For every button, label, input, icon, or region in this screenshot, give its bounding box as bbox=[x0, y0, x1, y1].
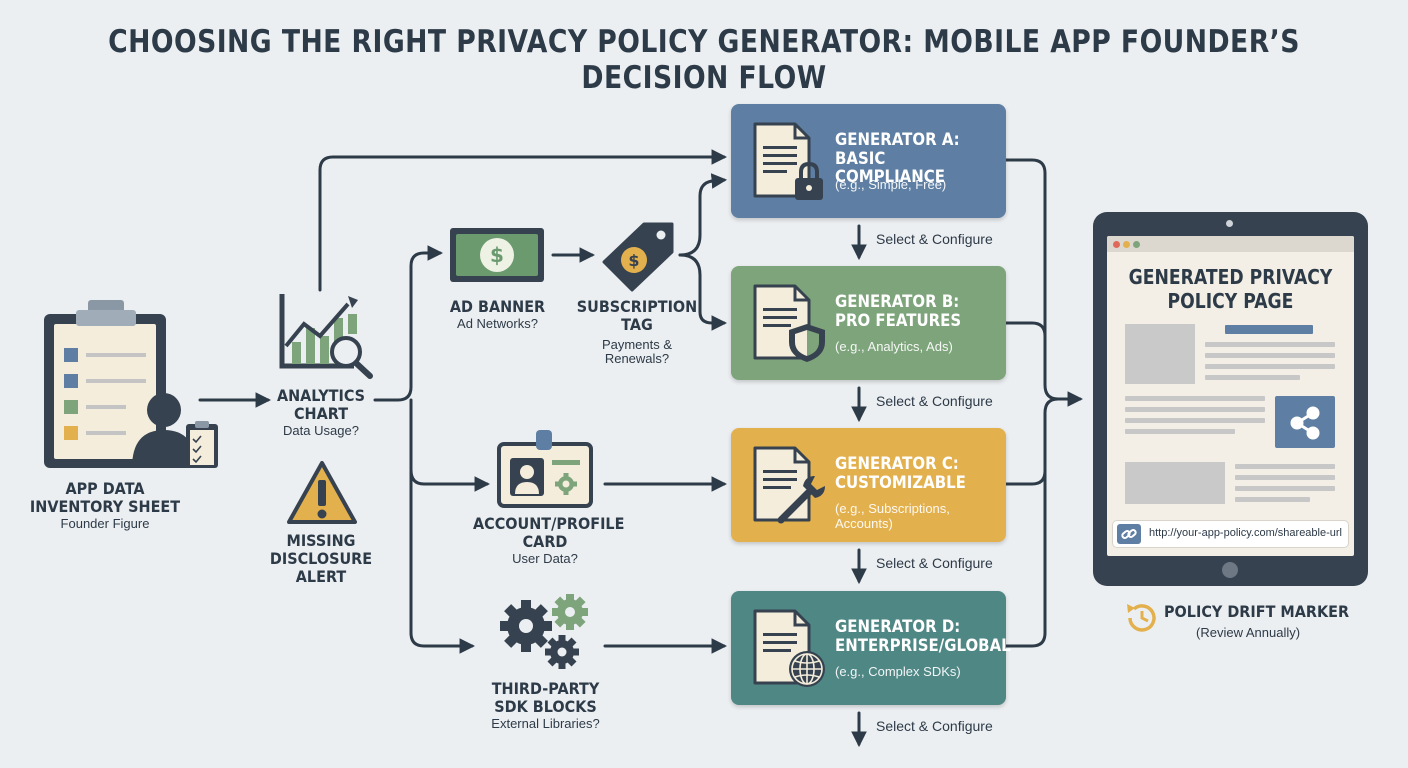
inventory-subtitle: Founder Figure bbox=[60, 515, 150, 531]
generator-c-subtitle: (e.g., Subscriptions, Accounts) bbox=[835, 501, 950, 531]
policy-heading-bar bbox=[1225, 325, 1313, 334]
sdk-gears-icon bbox=[500, 594, 588, 669]
text-line bbox=[1235, 497, 1310, 502]
generator-d-subtitle: (e.g., Complex SDKs) bbox=[835, 664, 961, 679]
browser-close-dot bbox=[1113, 241, 1120, 248]
generator-a-subtitle: (e.g., Simple, Free) bbox=[835, 177, 947, 192]
inventory-title: APP DATA INVENTORY SHEET bbox=[29, 479, 181, 516]
browser-bar bbox=[1107, 236, 1354, 252]
analytics-title: ANALYTICS CHART bbox=[276, 386, 366, 423]
arrow-analytics-split-middle bbox=[409, 398, 491, 492]
document-lock-icon bbox=[753, 122, 823, 200]
select-configure-b: Select & Configure bbox=[876, 393, 993, 409]
document-globe-icon bbox=[753, 609, 825, 687]
arrow-analytics-split-down bbox=[409, 468, 476, 654]
subscription-label: SUBSCRIPTION TAG Payments & Renewals? bbox=[568, 298, 706, 367]
generator-a-card: GENERATOR A: BASIC COMPLIANCE (e.g., Sim… bbox=[731, 104, 1006, 218]
policy-url[interactable]: http://your-app-policy.com/shareable-url bbox=[1149, 527, 1342, 539]
document-shield-icon bbox=[753, 284, 825, 362]
missing-disclosure-title: MISSING DISCLOSURE ALERT bbox=[269, 531, 373, 586]
select-configure-d: Select & Configure bbox=[876, 718, 993, 734]
text-line bbox=[1235, 475, 1335, 480]
sdk-label: THIRD-PARTY SDK BLOCKS External Librarie… bbox=[468, 680, 623, 731]
text-line bbox=[1205, 375, 1300, 380]
merge-line-generator-a bbox=[1004, 158, 1060, 401]
merge-line-generator-b bbox=[1004, 321, 1047, 338]
share-icon[interactable] bbox=[1275, 396, 1335, 448]
generator-d-card: GENERATOR D: ENTERPRISE/GLOBAL (e.g., Co… bbox=[731, 591, 1011, 705]
generator-b-title: GENERATOR B: PRO FEATURES bbox=[835, 292, 962, 331]
text-line bbox=[1125, 407, 1265, 412]
generator-a-title: GENERATOR A: BASIC COMPLIANCE bbox=[835, 130, 960, 188]
tablet-device: GENERATED PRIVACY POLICY PAGE bbox=[1093, 212, 1368, 586]
text-line bbox=[1205, 364, 1335, 369]
merge-line-generator-c bbox=[1004, 469, 1047, 486]
text-line bbox=[1205, 342, 1335, 347]
arrow-analytics-split-up bbox=[373, 245, 444, 402]
policy-image-placeholder bbox=[1125, 324, 1195, 384]
generator-c-card: GENERATOR C: CUSTOMIZABLE (e.g., Subscri… bbox=[731, 428, 1006, 542]
text-line bbox=[1235, 464, 1335, 469]
select-configure-c: Select & Configure bbox=[876, 555, 993, 571]
ad-banner-label: AD BANNER Ad Networks? bbox=[430, 298, 565, 331]
inventory-clipboard-icon bbox=[44, 300, 218, 468]
tablet-home-button[interactable] bbox=[1222, 562, 1238, 578]
browser-maximize-dot bbox=[1133, 241, 1140, 248]
analytics-chart-icon bbox=[279, 294, 373, 379]
policy-image-placeholder bbox=[1125, 462, 1225, 504]
analytics-subtitle: Data Usage? bbox=[283, 422, 359, 438]
inventory-label: APP DATA INVENTORY SHEET Founder Figure bbox=[20, 480, 190, 531]
text-line bbox=[1235, 486, 1335, 491]
merge-line-generator-d bbox=[1004, 397, 1060, 648]
account-title: ACCOUNT/PROFILE CARD bbox=[473, 514, 625, 551]
arrow-subscription-to-generator-a bbox=[678, 173, 728, 257]
text-line bbox=[1205, 353, 1335, 358]
policy-drift-subtitle: (Review Annually) bbox=[1196, 625, 1301, 640]
profile-card-icon bbox=[497, 430, 593, 508]
account-label: ACCOUNT/PROFILE CARD User Data? bbox=[465, 515, 625, 566]
warning-triangle-icon bbox=[287, 461, 357, 524]
missing-disclosure-label: MISSING DISCLOSURE ALERT bbox=[260, 532, 382, 586]
subscription-subtitle: Payments & Renewals? bbox=[601, 336, 673, 367]
arrow-analytics-to-generator-a bbox=[318, 149, 728, 292]
link-icon bbox=[1117, 524, 1141, 544]
text-line bbox=[1125, 418, 1265, 423]
text-line bbox=[1125, 396, 1265, 401]
price-tag-icon: $ bbox=[602, 222, 674, 292]
sdk-title: THIRD-PARTY SDK BLOCKS bbox=[491, 679, 600, 716]
generator-c-title: GENERATOR C: CUSTOMIZABLE bbox=[835, 454, 966, 493]
url-bar[interactable]: http://your-app-policy.com/shareable-url bbox=[1113, 521, 1348, 547]
generator-b-subtitle: (e.g., Analytics, Ads) bbox=[835, 339, 953, 354]
svg-text:$: $ bbox=[628, 251, 639, 270]
subscription-title: SUBSCRIPTION TAG bbox=[576, 297, 698, 334]
policy-page-title: GENERATED PRIVACY POLICY PAGE bbox=[1128, 265, 1333, 313]
select-configure-a: Select & Configure bbox=[876, 231, 993, 247]
page-title: CHOOSING THE RIGHT PRIVACY POLICY GENERA… bbox=[108, 24, 1300, 96]
clock-refresh-icon bbox=[1127, 604, 1156, 632]
policy-drift-title: POLICY DRIFT MARKER bbox=[1164, 602, 1350, 621]
ad-banner-title: AD BANNER bbox=[449, 297, 546, 316]
account-subtitle: User Data? bbox=[512, 550, 578, 566]
dollar-banknote-icon: $ bbox=[450, 228, 544, 282]
svg-text:$: $ bbox=[490, 243, 504, 267]
browser-minimize-dot bbox=[1123, 241, 1130, 248]
tablet-camera bbox=[1226, 220, 1233, 227]
sdk-subtitle: External Libraries? bbox=[491, 715, 600, 731]
generator-d-title: GENERATOR D: ENTERPRISE/GLOBAL bbox=[835, 617, 1011, 656]
arrow-subscription-to-generator-b bbox=[678, 253, 728, 331]
analytics-label: ANALYTICS CHART Data Usage? bbox=[255, 387, 387, 438]
policy-page-screen: GENERATED PRIVACY POLICY PAGE bbox=[1107, 236, 1354, 556]
document-wrench-icon bbox=[753, 446, 825, 524]
text-line bbox=[1125, 429, 1235, 434]
ad-banner-subtitle: Ad Networks? bbox=[457, 315, 538, 331]
generator-b-card: GENERATOR B: PRO FEATURES (e.g., Analyti… bbox=[731, 266, 1006, 380]
